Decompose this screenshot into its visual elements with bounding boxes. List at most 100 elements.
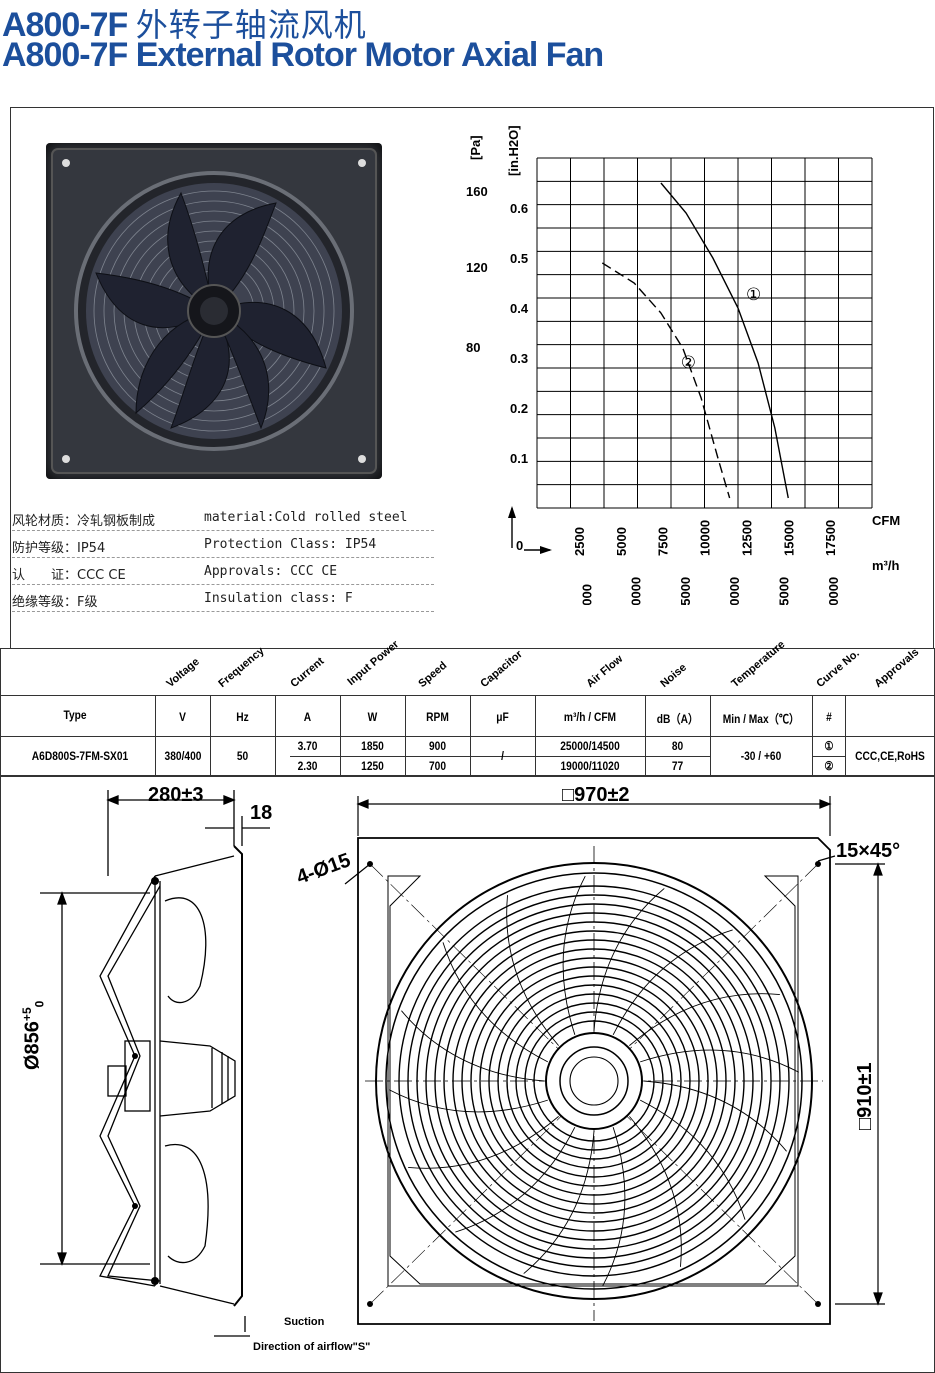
grille-spoke xyxy=(643,1080,787,1152)
grille-spoke xyxy=(602,1127,626,1287)
dim-mount: □910±1 xyxy=(854,1062,876,1130)
y-label-inh2o: [in.H2O] xyxy=(506,125,521,176)
y-tick-inh2o: 0.2 xyxy=(510,401,528,416)
unit-w: W xyxy=(367,710,378,724)
grille-ring xyxy=(524,1011,664,1151)
spec-line-approvals: 认 证：CCC CE Approvals: CCC CE xyxy=(12,558,434,585)
dim-diameter-value: Ø856 xyxy=(21,1021,44,1070)
grille-ring xyxy=(416,903,772,1259)
grille-spoke xyxy=(506,895,559,1046)
cell-speed-1: 900 xyxy=(428,739,447,753)
spec-zh: 绝缘等级：F级 xyxy=(12,595,98,610)
x-tick-m3h: 30000 xyxy=(826,577,841,605)
cell-curve-2: ② xyxy=(824,759,834,773)
cell-type: A6D800S-7FM-SX01 xyxy=(31,749,129,763)
grille-ring xyxy=(443,930,745,1232)
title-cn-text: 外转子轴流风机 xyxy=(135,6,367,44)
grille-ring xyxy=(452,939,736,1223)
x-tick-m3h: 10000 xyxy=(629,577,644,605)
hdr-frequency: Frequency xyxy=(216,645,267,690)
grille-spoke xyxy=(442,942,549,1063)
grille-spoke xyxy=(455,1126,576,1233)
y-tick-inh2o: 0.4 xyxy=(510,301,529,316)
grille-ring xyxy=(488,975,700,1187)
x-tick-cfm: 12500 xyxy=(739,520,754,556)
x-tick-cfm: 2500 xyxy=(572,527,587,556)
x-tick-cfm: 5000 xyxy=(614,527,629,556)
hdr-voltage: Voltage xyxy=(164,655,202,690)
spec-line-material: 风轮材质：冷轧钢板制成 material:Cold rolled steel xyxy=(12,504,434,531)
dim-chamfer: 15×45° xyxy=(836,840,901,862)
cell-power-1: 1850 xyxy=(361,739,384,753)
hdr-capacitor: Capacitor xyxy=(478,648,525,690)
spec-en: Approvals: CCC CE xyxy=(204,564,338,579)
grille-spoke xyxy=(401,1010,545,1082)
unit-temp: Min / Max（℃） xyxy=(722,712,800,726)
cell-curve-1: ① xyxy=(824,739,834,753)
grille-spoke xyxy=(640,1049,800,1073)
dim-diameter-tol-upper: +5 xyxy=(20,1007,34,1022)
fan-illustration xyxy=(51,148,377,474)
dim-diameter: Ø856+50 xyxy=(20,980,47,1070)
cell-airflow-1: 25000/14500 xyxy=(560,739,620,753)
grille-ring xyxy=(407,894,781,1268)
unit-rpm: RPM xyxy=(426,710,449,724)
y-tick-pa: 120 xyxy=(466,260,488,275)
hdr-approvals: Approvals xyxy=(872,646,922,690)
y-label-pa: [Pa] xyxy=(468,135,483,160)
unit-hz: Hz xyxy=(236,710,249,724)
fan-photo xyxy=(46,143,382,479)
dim-width: □970±2 xyxy=(562,784,630,806)
grille-spoke xyxy=(639,1099,746,1220)
label-airflow-direction: Direction of airflow"S" xyxy=(253,1341,371,1353)
series-line-1 xyxy=(660,182,789,499)
cell-power-2: 1250 xyxy=(361,759,384,773)
grille-ring xyxy=(479,966,709,1196)
y-tick-inh2o: 0.3 xyxy=(510,351,528,366)
hdr-current: Current xyxy=(288,655,327,690)
y-tick-inh2o: 0.6 xyxy=(510,201,528,216)
unit-uf: μF xyxy=(496,710,509,724)
x-tick-cfm: 10000 xyxy=(698,520,713,556)
dim-diameter-tol-lower: 0 xyxy=(32,1000,47,1008)
unit-db: dB（A） xyxy=(656,712,699,726)
origin-label: 0 xyxy=(516,538,523,553)
hdr-noise: Noise xyxy=(658,661,689,690)
y-tick-inh2o: 0.5 xyxy=(510,251,528,266)
spec-table: Voltage Frequency Current Input Power Sp… xyxy=(0,638,935,776)
x-label-m3h: m³/h xyxy=(872,558,900,573)
grille-ring xyxy=(470,957,718,1205)
grille-ring xyxy=(461,948,727,1214)
grille-spoke xyxy=(562,875,586,1035)
cell-capacitor: / xyxy=(501,749,504,763)
title-chinese: A800-7F 外转子轴流风机 xyxy=(2,0,367,46)
grille-spoke xyxy=(408,1116,559,1169)
grille-ring xyxy=(497,984,691,1178)
grille-spoke xyxy=(629,1116,682,1267)
spec-zh: 防护等级：IP54 xyxy=(12,541,106,556)
x-tick-m3h: 25000 xyxy=(776,577,791,605)
unit-a: A xyxy=(303,710,312,724)
grille-spoke xyxy=(523,1130,595,1274)
hdr-speed: Speed xyxy=(416,659,450,690)
x-tick-m3h: 5000 xyxy=(579,584,594,605)
unit-airflow: m³/h / CFM xyxy=(563,710,617,724)
hdr-air-flow: Air Flow xyxy=(584,652,626,690)
grille-ring xyxy=(506,993,682,1169)
hdr-curve-no: Curve No. xyxy=(814,647,862,690)
front-view-drawing xyxy=(344,796,885,1325)
model-code: A800-7F xyxy=(2,6,128,44)
cell-noise-1: 80 xyxy=(671,739,684,753)
y-tick-pa: 80 xyxy=(466,340,480,355)
series-label-1: ① xyxy=(746,285,761,305)
grille-ring xyxy=(425,912,763,1250)
grille-spoke xyxy=(629,993,780,1046)
y-tick-pa: 160 xyxy=(466,184,488,199)
x-tick-cfm: 7500 xyxy=(656,527,671,556)
x-tick-m3h: 15000 xyxy=(678,577,693,605)
series-label-2: ② xyxy=(681,353,696,373)
x-tick-cfm: 17500 xyxy=(823,520,838,556)
unit-type: Type xyxy=(63,708,87,722)
title-english: A800-7F External Rotor Motor Axial Fan xyxy=(2,36,604,74)
cell-speed-2: 700 xyxy=(428,759,447,773)
